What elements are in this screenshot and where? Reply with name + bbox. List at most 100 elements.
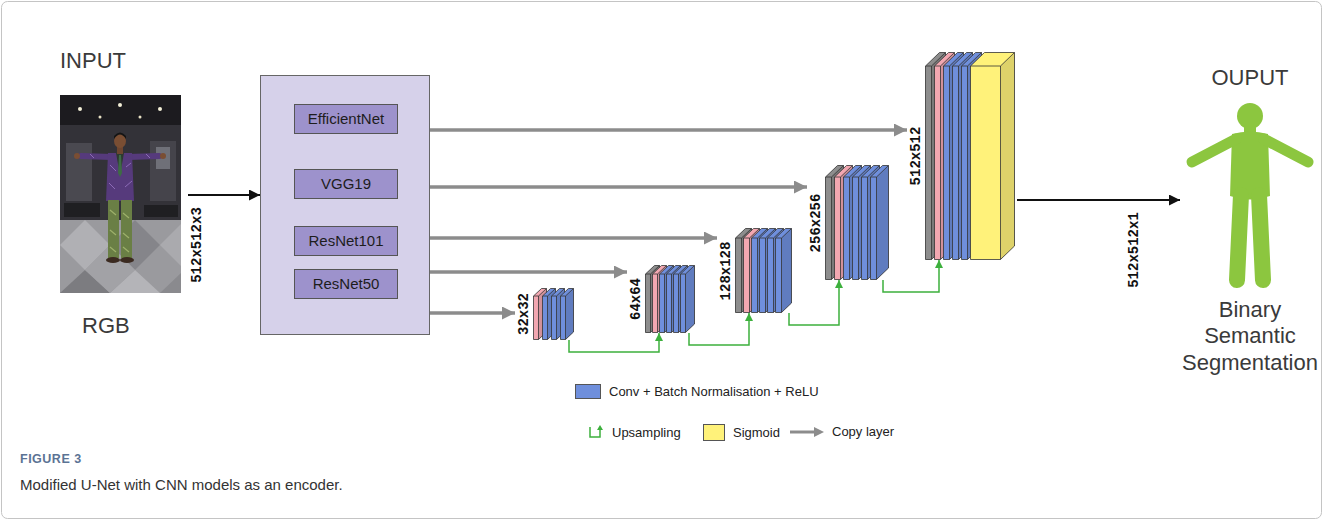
text-holder: RGB [82, 313, 130, 339]
legend-text: Sigmoid [733, 425, 780, 440]
slice-shade [782, 229, 792, 313]
text-holder: 512x512 [908, 127, 924, 186]
illustration-part [110, 210, 129, 252]
illustration-part [90, 154, 150, 189]
text-holder: 512x512x3 [189, 207, 205, 283]
illustration-part [118, 155, 122, 177]
slice-edge [776, 229, 792, 313]
caption-label: RGB [82, 313, 130, 339]
flow-arrow [1017, 199, 1180, 201]
illustration-part [128, 156, 159, 157]
backbone-box: ResNet101 [294, 226, 398, 256]
slice-edge [871, 166, 889, 280]
illustration-part [66, 143, 92, 201]
feature-map-stack [645, 265, 703, 333]
text-holder: 512x512x1 [1126, 212, 1142, 288]
copy-arrow [430, 128, 907, 132]
slice-shade [566, 289, 574, 340]
input-photo [60, 95, 181, 293]
symbol-line [790, 430, 815, 433]
decoder-block: 512x512 [907, 52, 1017, 260]
legend-text: Copy layer [832, 424, 894, 439]
slice-edge [561, 289, 574, 340]
slice-shade [877, 166, 889, 280]
feature-map-stack [735, 228, 803, 313]
feature-size-label: 128x128 [718, 241, 734, 300]
figure-number: FIGURE 3 [20, 452, 82, 466]
illustration-part [144, 205, 178, 217]
illustration-part [150, 141, 176, 201]
legend-entry: Copy layer [790, 424, 894, 439]
heading-label: INPUT [60, 48, 126, 74]
text-holder: 64x64 [628, 278, 644, 320]
illustration-part [60, 95, 181, 125]
illustration-part [158, 107, 162, 111]
illustration-part [139, 116, 142, 119]
backbone-name: ResNet50 [313, 275, 380, 293]
illustration-part [160, 273, 181, 293]
output-node: OUPUT Binary Semantic Segmentation [1180, 62, 1320, 392]
illustration-part [78, 107, 82, 111]
illustration-part [74, 153, 80, 159]
feature-map-slice [776, 229, 792, 313]
slice-face [971, 53, 1015, 260]
copy-arrow [430, 185, 807, 189]
text-holder: FIGURE 3 [20, 452, 82, 466]
decoder-block: 256x256 [807, 165, 897, 280]
slice-shade [1001, 53, 1015, 260]
symbol-head [814, 427, 824, 437]
text-holder: Binary Semantic Segmentation [1180, 297, 1320, 376]
copy-arrow [430, 311, 515, 315]
illustration-part [1259, 195, 1263, 280]
upsampling-symbol [588, 424, 604, 440]
backbone-name: VGG19 [321, 175, 371, 193]
illustration-part [81, 156, 112, 157]
illustration-part [114, 133, 126, 140]
tensor-size-label: 512x512x3 [189, 207, 205, 283]
illustration-part [64, 203, 100, 217]
legend-text: Upsampling [612, 425, 681, 440]
copy-arrow [430, 236, 717, 240]
upsampling-arrow [789, 280, 839, 325]
illustration-part [1192, 139, 1236, 162]
flow-arrow [188, 194, 260, 196]
upsampling-arrow [689, 313, 749, 345]
slice-face [681, 266, 695, 333]
decoder-block: 64x64 [627, 265, 703, 333]
illustration-part [160, 224, 181, 266]
slice-edge [681, 266, 695, 333]
feature-size-label: 512x512 [908, 127, 924, 186]
input-image-node: INPUT RGB [55, 45, 188, 345]
illustration-part [106, 153, 134, 201]
copy-layer-symbol [790, 427, 824, 437]
illustration-part [99, 116, 102, 119]
feature-map-slice [561, 289, 574, 340]
text-holder: 256x256 [808, 193, 824, 252]
feature-map-stack [825, 165, 897, 280]
feature-size-label: 32x32 [516, 293, 532, 335]
upsampling-arrow [569, 333, 659, 352]
legend-text: Conv + Batch Normalisation + ReLU [609, 384, 819, 399]
illustration-part [160, 153, 166, 159]
feature-map-slice [681, 266, 695, 333]
slice-face [776, 229, 792, 313]
legend-swatch [575, 384, 601, 399]
text-holder: 128x128 [718, 241, 734, 300]
backbone-box: EfficientNet [294, 104, 398, 134]
feature-map-slice [871, 166, 889, 280]
illustration-part [60, 95, 181, 293]
illustration-part [106, 257, 120, 263]
illustration-part [120, 257, 134, 263]
text-holder: OUPUT [1180, 65, 1320, 91]
slice-face [561, 289, 574, 340]
heading-label: OUPUT [1180, 65, 1320, 91]
decoder-block: 32x32 [515, 288, 583, 340]
backbone-name: EfficientNet [308, 110, 384, 128]
slice-face [871, 166, 889, 280]
symbol-head [597, 425, 603, 430]
encoder-box: EfficientNetVGG19ResNet101ResNet50 [260, 75, 430, 335]
legend-swatch [703, 424, 725, 441]
illustration-part [1237, 103, 1263, 129]
illustration-part [118, 103, 122, 107]
